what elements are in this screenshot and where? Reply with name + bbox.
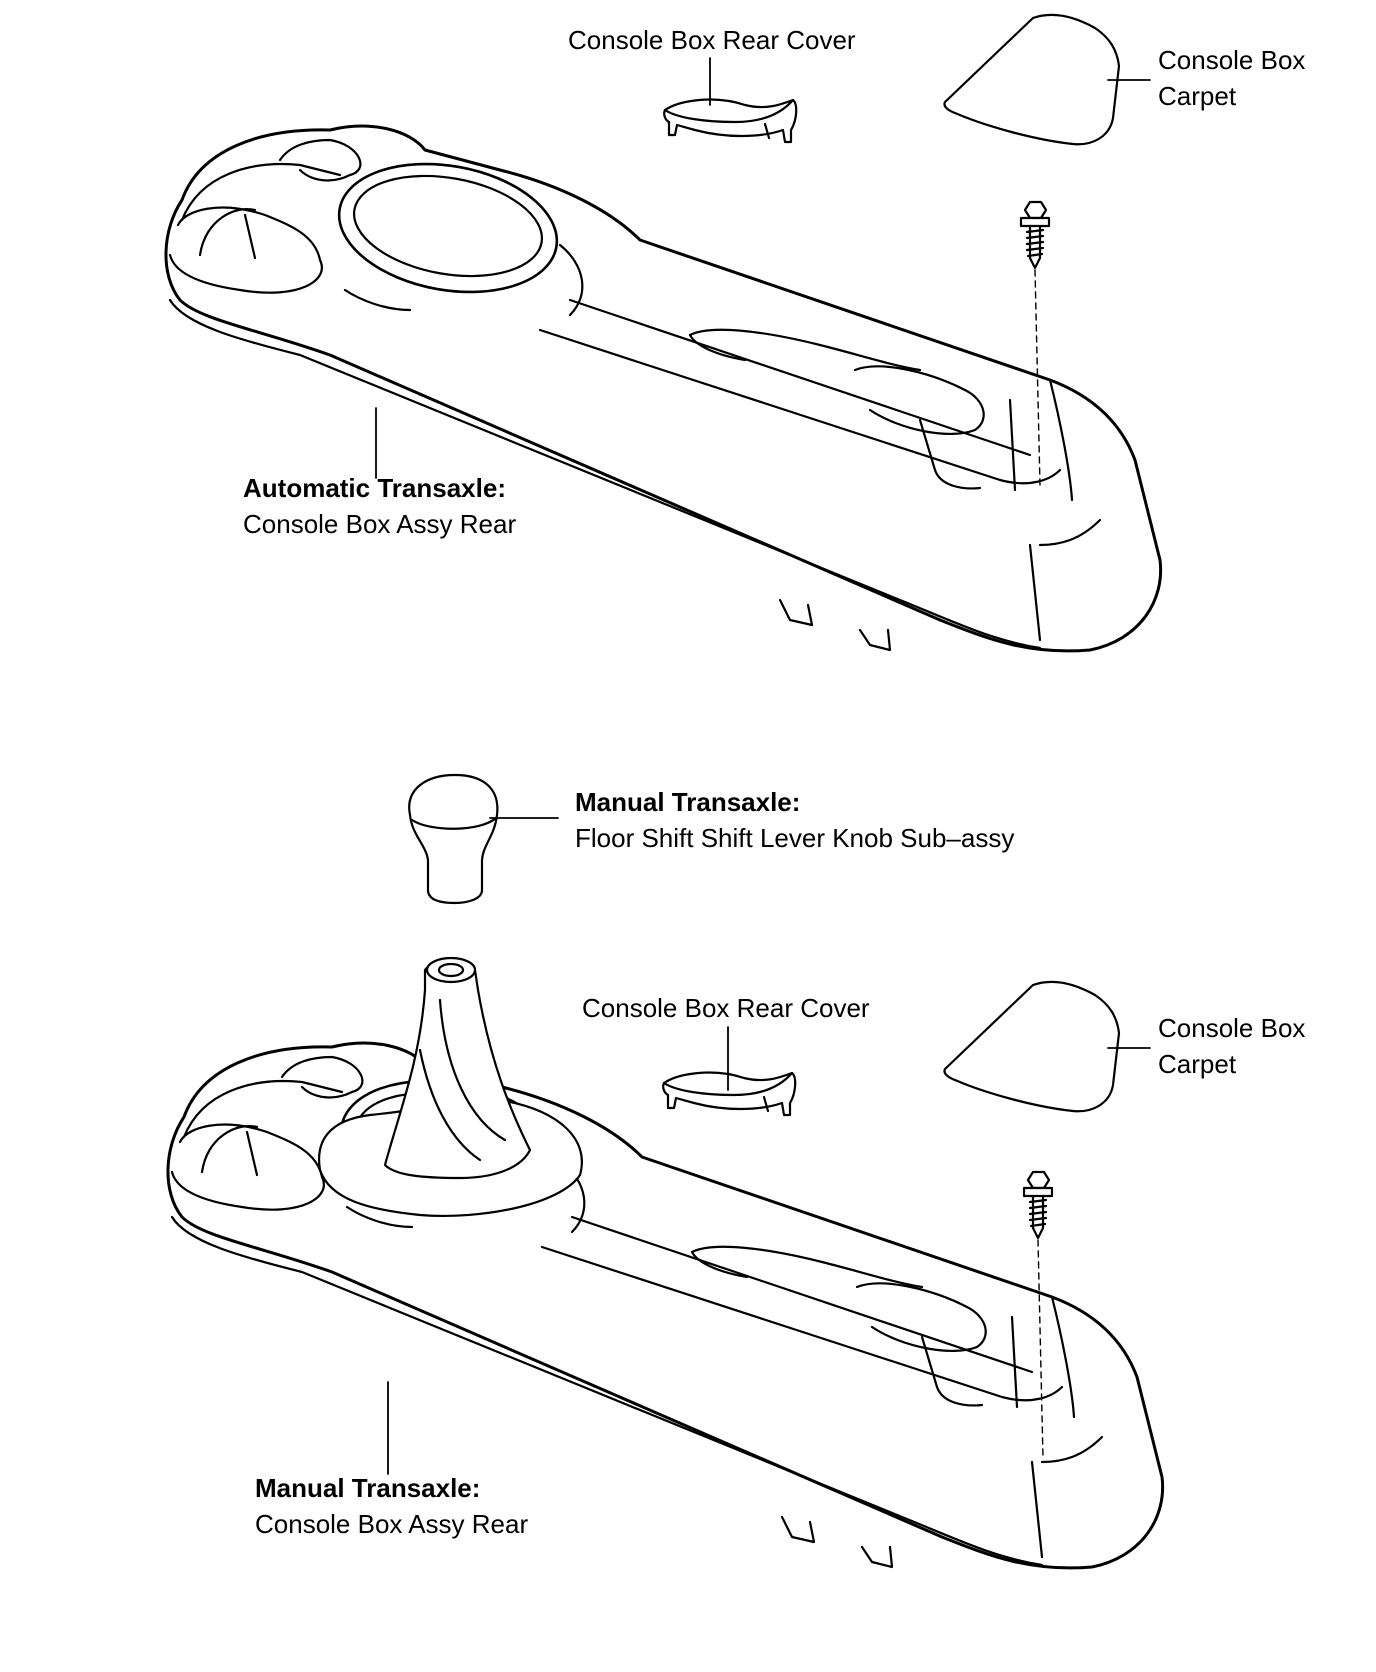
screw-icon	[1022, 1170, 1054, 1240]
shift-boot-icon	[318, 956, 583, 1218]
shift-knob-label: Manual Transaxle: Floor Shift Shift Leve…	[575, 787, 1015, 853]
rear-cover-label: Console Box Rear Cover	[582, 993, 870, 1023]
shift-lever-knob-icon	[408, 773, 499, 905]
screw-icon	[1019, 200, 1051, 270]
console-box-rear-cover-icon	[663, 98, 798, 144]
manual-assy-label: Manual Transaxle: Console Box Assy Rear	[255, 1473, 529, 1539]
console-box-carpet-icon	[943, 13, 1121, 146]
console-box-carpet-icon	[943, 980, 1121, 1113]
console-box-rear-cover-icon	[662, 1071, 797, 1117]
console-box-assy-rear-icon	[164, 124, 1163, 653]
automatic-assy-label: Automatic Transaxle: Console Box Assy Re…	[243, 473, 517, 539]
carpet-label: Console Box Carpet	[1158, 45, 1306, 111]
rear-cover-label: Console Box Rear Cover	[568, 25, 856, 55]
carpet-label: Console Box Carpet	[1158, 1013, 1306, 1079]
